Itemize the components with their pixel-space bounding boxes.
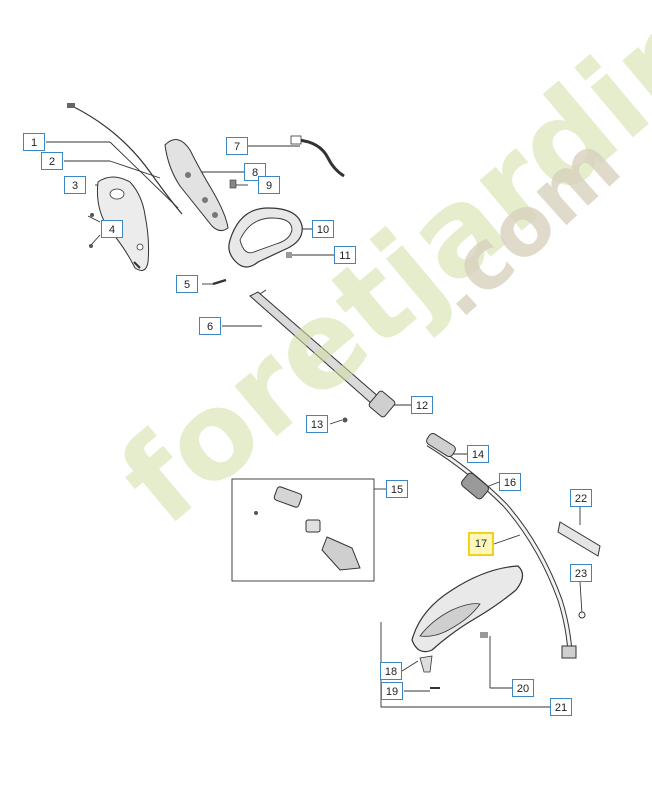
- group-21-bracket: [380, 622, 550, 708]
- leader-17: [493, 534, 521, 545]
- group-15-box: [231, 478, 375, 582]
- callout-14[interactable]: 14: [467, 445, 489, 463]
- leader-18: [401, 660, 419, 672]
- part-22: [557, 521, 601, 557]
- shaft-coupling-14: [426, 432, 456, 458]
- callout-4[interactable]: 4: [101, 220, 123, 238]
- part-23: [578, 611, 586, 619]
- screw-part-13: [342, 417, 348, 423]
- shaft-tube: [249, 291, 381, 405]
- cable-part-7: [297, 138, 345, 178]
- callout-7[interactable]: 7: [226, 137, 248, 155]
- guard-bolt-20: [480, 632, 488, 638]
- coupling-part-12: [368, 390, 396, 418]
- callout-5[interactable]: 5: [176, 275, 198, 293]
- callout-3[interactable]: 3: [64, 176, 86, 194]
- screw-part-5: [212, 278, 227, 286]
- callout-19[interactable]: 19: [381, 682, 403, 700]
- trigger-part: [229, 179, 237, 189]
- callout-6[interactable]: 6: [199, 317, 221, 335]
- callout-11[interactable]: 11: [334, 246, 356, 264]
- callout-2[interactable]: 2: [41, 152, 63, 170]
- callout-1[interactable]: 1: [23, 133, 45, 151]
- callout-9[interactable]: 9: [258, 176, 280, 194]
- callout-23[interactable]: 23: [570, 564, 592, 582]
- handle-body: [164, 139, 229, 232]
- callout-12[interactable]: 12: [411, 396, 433, 414]
- callout-22[interactable]: 22: [570, 489, 592, 507]
- leader-13: [329, 419, 343, 425]
- callout-20[interactable]: 20: [512, 679, 534, 697]
- kit-parts-15: [254, 486, 361, 571]
- gear-head: [561, 645, 577, 659]
- callout-16[interactable]: 16: [499, 473, 521, 491]
- cable-end: [67, 103, 75, 108]
- callout-17-highlighted[interactable]: 17: [468, 532, 494, 556]
- callout-10[interactable]: 10: [312, 220, 334, 238]
- callout-18[interactable]: 18: [380, 662, 402, 680]
- leader-23: [579, 581, 583, 615]
- blade-part-18: [419, 655, 433, 673]
- shaft-grip-16: [461, 472, 489, 500]
- callout-21[interactable]: 21: [550, 698, 572, 716]
- throttle-cable: [71, 105, 183, 215]
- callout-15[interactable]: 15: [386, 480, 408, 498]
- callout-13[interactable]: 13: [306, 415, 328, 433]
- handle-screw: [286, 252, 292, 258]
